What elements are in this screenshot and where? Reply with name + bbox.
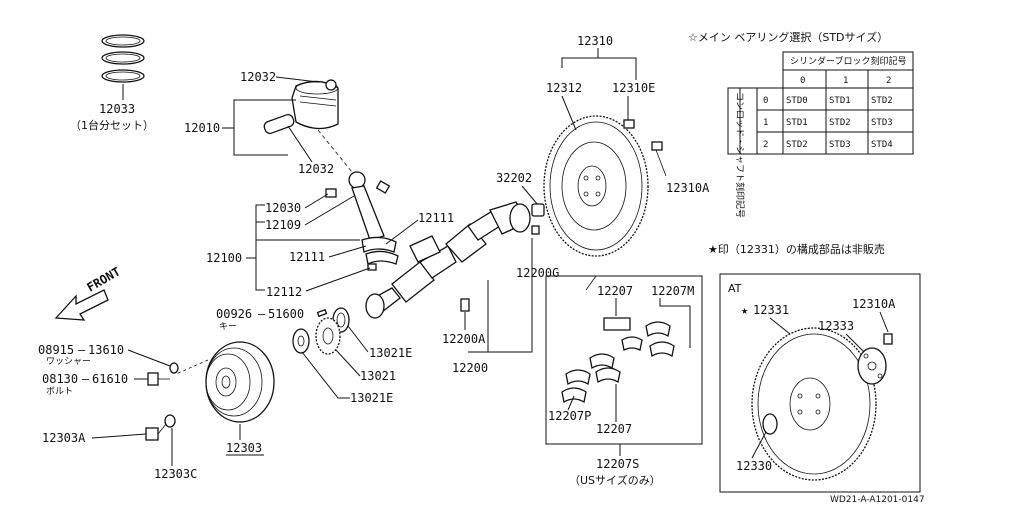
label-12310: 12310 xyxy=(577,34,613,48)
col-header-0: 0 xyxy=(800,76,805,86)
label-13021E-bottom: 13021E xyxy=(350,391,393,405)
label-51600: 51600 xyxy=(268,307,304,321)
label-08130-note: ボルト xyxy=(46,386,73,397)
label-12207S: 12207S xyxy=(596,457,639,471)
col-header-1: 1 xyxy=(843,76,848,86)
label-12112: 12112 xyxy=(266,285,302,299)
bearing-table-title: ☆メイン ベアリング選択（STDサイズ） xyxy=(688,30,888,44)
label-12032-top: 12032 xyxy=(240,70,276,84)
cell-0-2: STD2 xyxy=(871,96,893,106)
svg-text:–: – xyxy=(78,343,86,357)
col-header-2: 2 xyxy=(886,76,891,86)
front-arrow-icon xyxy=(54,289,109,321)
label-00926-note: キー xyxy=(219,322,237,332)
row-key-2: 2 xyxy=(763,140,768,150)
label-12030: 12030 xyxy=(265,201,301,215)
label-32202: 32202 xyxy=(496,171,532,185)
label-12330: 12330 xyxy=(736,459,772,473)
crank-sprocket-drawing xyxy=(292,307,350,355)
col-group-header: シリンダーブロック刻印記号 xyxy=(790,55,906,67)
label-13021E-top: 13021E xyxy=(369,346,412,360)
main-bearings-group xyxy=(545,275,703,445)
cell-2-0: STD2 xyxy=(786,140,808,150)
label-13610: 13610 xyxy=(88,343,124,357)
label-12207S-note: （USサイズのみ） xyxy=(569,473,661,487)
not-sold-note: ★印（12331）の構成部品は非販売 xyxy=(708,242,885,256)
label-12331: 12331 xyxy=(753,303,789,317)
connecting-rod-drawing xyxy=(325,171,399,271)
label-12100: 12100 xyxy=(206,251,242,265)
label-12310E: 12310E xyxy=(612,81,655,95)
label-12200G: 12200G xyxy=(516,266,559,280)
piston-rings-drawing xyxy=(101,34,145,100)
label-12303A: 12303A xyxy=(42,431,86,445)
svg-text:–: – xyxy=(258,307,266,321)
at-label: AT xyxy=(728,282,742,295)
label-12200A: 12200A xyxy=(442,332,486,346)
cell-0-0: STD0 xyxy=(786,96,808,106)
cell-1-0: STD1 xyxy=(786,118,808,128)
label-12312: 12312 xyxy=(546,81,582,95)
label-12010: 12010 xyxy=(184,121,220,135)
label-12207P: 12207P xyxy=(548,409,591,423)
cell-2-2: STD4 xyxy=(871,140,893,150)
label-12310A: 12310A xyxy=(666,181,710,195)
cell-1-1: STD2 xyxy=(829,118,851,128)
cell-0-1: STD1 xyxy=(829,96,851,106)
label-12207M: 12207M xyxy=(651,284,694,298)
label-12333: 12333 xyxy=(818,319,854,333)
label-12111-left: 12111 xyxy=(289,250,325,264)
label-08915-note: ワッシャー xyxy=(46,357,91,367)
label-at-12310A: 12310A xyxy=(852,297,896,311)
label-08915: 08915 xyxy=(38,343,74,357)
label-12207-top: 12207 xyxy=(597,284,633,298)
crankshaft-drawing xyxy=(365,201,531,319)
label-12303: 12303 xyxy=(226,441,262,455)
label-12200: 12200 xyxy=(452,361,488,375)
label-12033-note: （1台分セット） xyxy=(70,118,154,132)
label-12109: 12109 xyxy=(265,218,301,232)
bearing-table xyxy=(727,51,914,155)
label-12033: 12033 xyxy=(99,102,135,116)
flywheel-drawing xyxy=(543,115,667,257)
label-61610: 61610 xyxy=(92,372,128,386)
row-key-0: 0 xyxy=(763,96,768,106)
svg-text:–: – xyxy=(82,372,90,386)
svg-text:★: ★ xyxy=(741,303,748,317)
cell-2-1: STD3 xyxy=(829,140,851,150)
crank-pulley-drawing xyxy=(175,341,275,423)
at-group xyxy=(719,273,921,493)
cell-1-2: STD3 xyxy=(871,118,893,128)
piston-drawing xyxy=(263,79,353,173)
label-12111-right: 12111 xyxy=(418,211,454,225)
label-12032-bottom: 12032 xyxy=(298,162,334,176)
label-12207-bottom: 12207 xyxy=(596,422,632,436)
label-12303C: 12303C xyxy=(154,467,197,481)
label-08130: 08130 xyxy=(42,372,78,386)
label-00926: 00926 xyxy=(216,307,252,321)
label-13021: 13021 xyxy=(360,369,396,383)
diagram-id: WD21-A-A1201-0147 xyxy=(830,495,925,505)
row-key-1: 1 xyxy=(763,118,768,128)
row-group-header: コンロッド・シャフト刻印記号 xyxy=(734,92,746,218)
